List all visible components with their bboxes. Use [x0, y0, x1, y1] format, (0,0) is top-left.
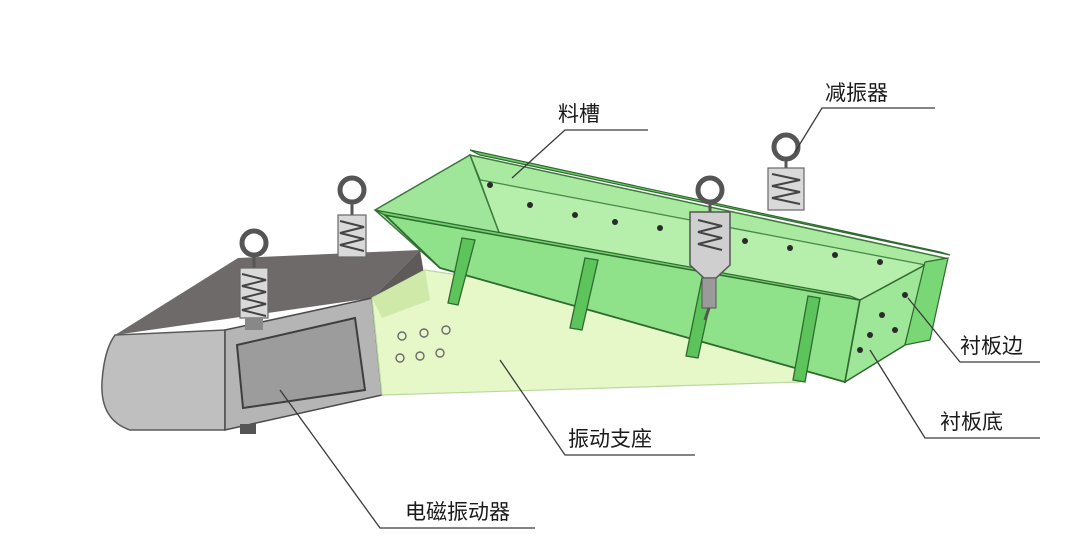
callout-damper: 减振器: [794, 81, 935, 153]
label-electromagnetic-vibrator: 电磁振动器: [405, 500, 510, 524]
callout-liner-side: 衬板边: [907, 297, 1040, 363]
damper-3: [689, 175, 731, 321]
damper-1: [239, 228, 269, 330]
label-liner-bottom: 衬板底: [940, 410, 1003, 434]
callout-trough: 料槽: [511, 102, 648, 179]
damper-2: [337, 175, 367, 258]
label-vibration-support: 振动支座: [568, 427, 652, 451]
label-trough: 料槽: [558, 102, 600, 126]
electromagnetic-vibrator: [101, 250, 425, 434]
vibration-support: [371, 269, 821, 396]
callout-vibration-support: 振动支座: [499, 359, 695, 456]
label-liner-side: 衬板边: [960, 334, 1023, 358]
callout-electromagnetic-vibrator: 电磁振动器: [279, 389, 535, 529]
label-damper: 减振器: [825, 81, 888, 105]
trough: [373, 149, 951, 384]
callout-liner-bottom: 衬板底: [869, 349, 1040, 439]
